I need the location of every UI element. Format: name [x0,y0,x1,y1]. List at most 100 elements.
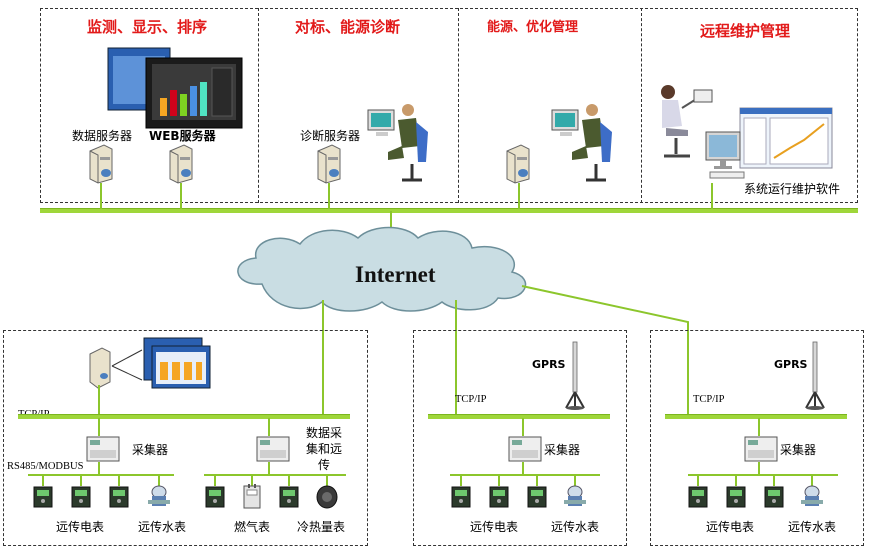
connector-line [773,474,775,486]
electric-meter-icon [205,486,225,508]
top-divider-1 [258,8,259,203]
server-icon [317,144,341,184]
connector-line [80,474,82,486]
water-meter-label: 远传水表 [788,520,837,534]
water-meter-icon [564,485,586,506]
heat-meter-icon [316,485,338,509]
gprs-antenna-icon [565,341,585,410]
connector-line [42,474,44,486]
collector-label: 采集器 [132,443,169,457]
meter-bus [28,474,174,476]
operator-workstation-icon [367,104,428,182]
server-icon [89,144,113,184]
diag-server-label: 诊断服务器 [300,129,361,143]
top-divider-2 [458,8,459,203]
internet-cloud [237,226,527,312]
remote-operator-icon [661,85,713,158]
connector-line [521,285,689,416]
meter-bus [450,474,600,476]
web-server-label: WEB服务器 [149,129,216,143]
connector-line [498,474,500,486]
connector-line [758,462,760,474]
internet-label: Internet [355,262,436,287]
connector-line [214,474,216,486]
collector-device-icon [86,436,120,462]
connector-line [180,183,182,209]
gprs-antenna-icon [805,341,825,410]
water-meter-label: 远传水表 [138,520,187,534]
gprs-label: GPRS [774,358,808,371]
maintenance-software-screenshot [739,107,833,169]
monitor-screens-image [107,47,243,129]
electric-meter-icon [527,486,547,508]
gas-meter-label: 燃气表 [234,520,271,534]
connector-line [251,474,253,486]
computer-monitor-icon [705,131,745,179]
connector-line [536,474,538,486]
collector-device-icon [508,436,542,462]
top-divider-3 [641,8,642,203]
electric-meter-icon [33,486,53,508]
gprs-label: GPRS [532,358,566,371]
connector-line [118,474,120,486]
electric-meter-icon [764,486,784,508]
connector-line [326,474,328,486]
connector-line [98,418,100,436]
meter-bus [204,474,346,476]
gas-meter-icon [243,484,261,509]
connector-line [158,474,160,486]
connector-line [697,474,699,486]
connector-line [268,418,270,436]
electric-meter-icon [688,486,708,508]
top-network-bus [40,208,858,213]
connector-line [522,418,524,436]
heat-meter-label: 冷热量表 [297,520,346,534]
electric-meter-label: 远传电表 [56,520,105,534]
site-left-bus [18,414,350,419]
electric-meter-icon [71,486,91,508]
collector-device-icon [744,436,778,462]
connector-line [328,183,330,209]
water-meter-icon [801,485,823,506]
connector-line [268,462,270,474]
tcpip-label: TCP/IP [455,394,487,405]
maint-software-label: 系统运行维护软件 [744,182,841,196]
site-right-bus [665,414,847,419]
electric-meter-icon [451,486,471,508]
water-meter-label: 远传水表 [551,520,600,534]
connector-line [390,211,392,229]
server-screens-image [89,337,211,389]
collector-device-icon [256,436,290,462]
meter-bus [688,474,838,476]
section-title-benchmark: 对标、能源诊断 [295,18,401,36]
data-server-label: 数据服务器 [72,129,133,143]
electric-meter-icon [279,486,299,508]
connector-line [98,385,100,416]
electric-meter-label: 远传电表 [706,520,755,534]
connector-line [711,183,713,209]
water-meter-icon [148,485,170,506]
connector-line [811,474,813,486]
data-collect-label-line1: 数据采 [306,426,343,440]
electric-meter-icon [726,486,746,508]
section-title-optimize: 能源、优化管理 [487,20,579,35]
connector-line [522,462,524,474]
connector-line [322,300,324,416]
top-region-frame [40,8,858,203]
connector-line [518,183,520,209]
site-right-frame [650,330,864,546]
connector-line [455,300,457,416]
collector-label: 采集器 [544,443,581,457]
connector-line [98,462,100,474]
server-icon [169,144,193,184]
section-title-remote: 远程维护管理 [700,22,791,40]
connector-line [100,183,102,209]
electric-meter-icon [489,486,509,508]
site-mid-bus [428,414,610,419]
operator-workstation-icon [551,104,612,182]
connector-line [735,474,737,486]
electric-meter-icon [109,486,129,508]
connector-line [288,474,290,486]
tcpip-label: TCP/IP [693,394,725,405]
data-collect-label-line3: 传 [318,458,331,472]
